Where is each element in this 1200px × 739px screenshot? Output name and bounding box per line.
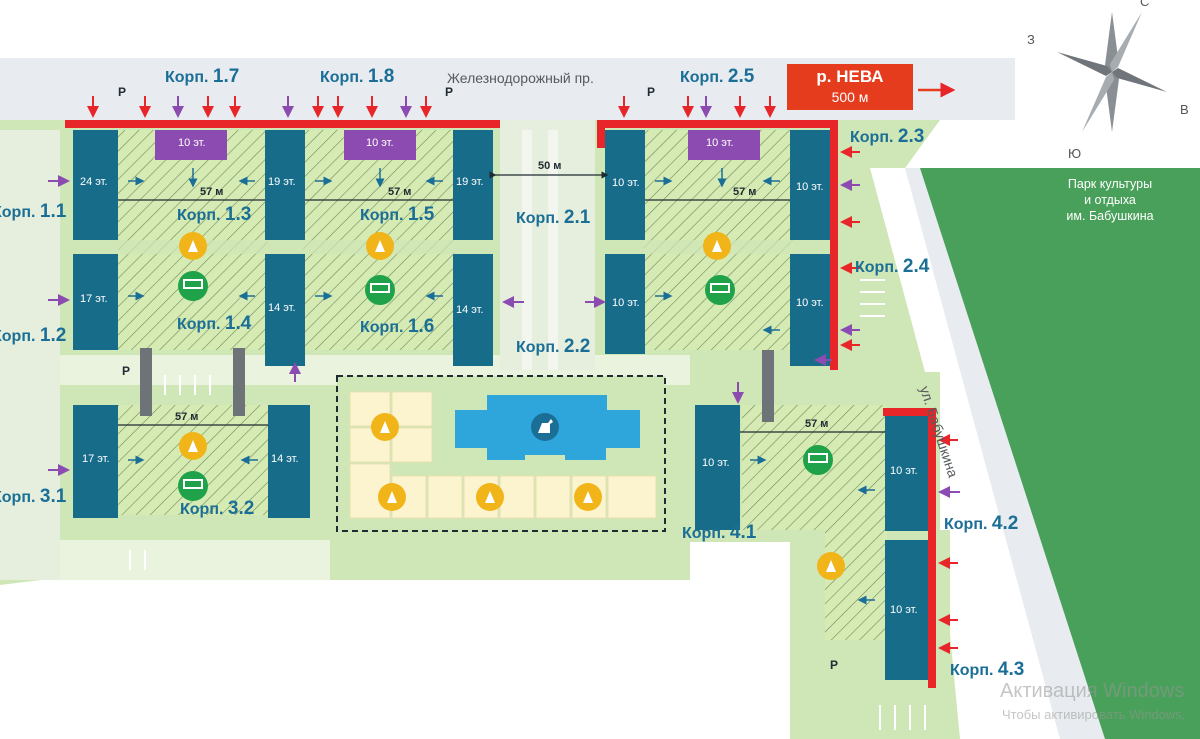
- floors-4-3: 10 эт.: [890, 604, 918, 616]
- distance-1-3: 57 м: [200, 186, 224, 198]
- floors-1-5: 19 эт.: [456, 176, 484, 188]
- floors-2-2: 10 эт.: [612, 297, 640, 309]
- buildings: [73, 130, 928, 680]
- floors-1-6: 14 эт.: [456, 304, 484, 316]
- compass-rose-icon: [1057, 12, 1167, 132]
- compass-south: Ю: [1068, 146, 1082, 161]
- corpus-1-7-label: Корп. 1.7: [165, 66, 240, 87]
- distance-3-2: 57 м: [175, 411, 199, 423]
- floors-1-1: 24 эт.: [80, 176, 108, 188]
- distance-1-5: 57 м: [388, 186, 412, 198]
- corpus-2-5-label: Корп. 2.5: [680, 66, 755, 87]
- parking-marker-1: P: [118, 85, 127, 99]
- sport-icons: [178, 271, 833, 501]
- floors-2-4: 10 эт.: [796, 297, 824, 309]
- corpus-1-8-label: Корп. 1.8: [320, 66, 395, 87]
- park-area: [920, 168, 1200, 739]
- floors-2-1: 10 эт.: [612, 177, 640, 189]
- floors-shop-2: 10 эт.: [366, 137, 394, 149]
- floors-2-3: 10 эт.: [796, 181, 824, 193]
- floors-1-2: 17 эт.: [80, 293, 108, 305]
- corpus-1-2-label: Корп. 1.2: [0, 325, 67, 346]
- corpus-2-1-label: Корп. 2.1: [516, 207, 591, 228]
- park-label: Парк культуры и отдыха им. Бабушкина: [1066, 177, 1154, 223]
- corpus-1-6-label: Корп. 1.6: [360, 316, 435, 337]
- corpus-4-2-label: Корп. 4.2: [944, 513, 1019, 534]
- road-zheleznodorozhny: Железнодорожный пр.: [447, 70, 594, 86]
- compass-west: З: [1027, 32, 1035, 47]
- watermark-line1: Активация Windows: [1000, 680, 1185, 702]
- floors-shop-3: 10 эт.: [706, 137, 734, 149]
- watermark-line2: Чтобы активировать Windows,: [1002, 707, 1186, 722]
- parking-marker-5: P: [830, 658, 839, 672]
- corpus-3-2-label: Корп. 3.2: [180, 498, 255, 519]
- corpus-1-5-label: Корп. 1.5: [360, 204, 435, 225]
- floors-4-2: 10 эт.: [890, 465, 918, 477]
- corpus-1-3-label: Корп. 1.3: [177, 204, 252, 225]
- distance-50: 50 м: [538, 160, 562, 172]
- floors-3-1: 17 эт.: [82, 453, 110, 465]
- floors-4-1: 10 эт.: [702, 457, 730, 469]
- distance-4-1: 57 м: [805, 418, 829, 430]
- parking-marker-3: P: [647, 85, 656, 99]
- corpus-2-2-label: Корп. 2.2: [516, 336, 591, 357]
- corpus-1-1-label: Корп. 1.1: [0, 201, 67, 222]
- corpus-4-1-label: Корп. 4.1: [682, 522, 757, 543]
- floors-3-2: 14 эт.: [271, 453, 299, 465]
- compass-north: С: [1140, 0, 1150, 9]
- corpus-4-3-label: Корп. 4.3: [950, 659, 1025, 680]
- floors-1-4: 14 эт.: [268, 302, 296, 314]
- parking-marker-4: P: [122, 364, 131, 378]
- corpus-1-4-label: Корп. 1.4: [177, 313, 252, 334]
- floors-shop-1: 10 эт.: [178, 137, 206, 149]
- distance-2-1: 57 м: [733, 186, 757, 198]
- compass-east: В: [1180, 102, 1189, 117]
- corpus-2-4-label: Корп. 2.4: [855, 256, 930, 277]
- corpus-2-3-label: Корп. 2.3: [850, 126, 925, 147]
- corpus-3-1-label: Корп. 3.1: [0, 486, 67, 507]
- floors-1-3: 19 эт.: [268, 176, 296, 188]
- parking-marker-2: P: [445, 85, 454, 99]
- neva-river-sign: р. НЕВА 500 м: [787, 64, 913, 110]
